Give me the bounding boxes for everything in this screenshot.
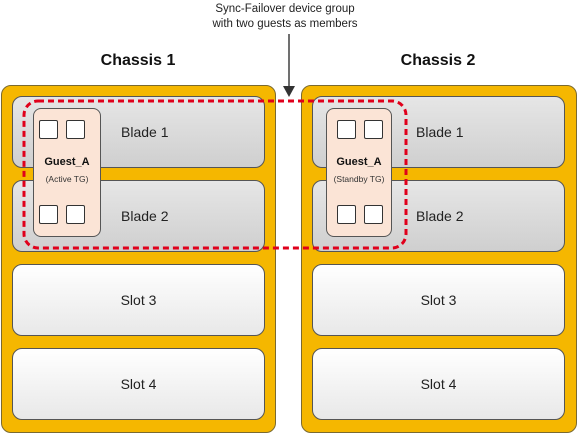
guest-name: Guest_A — [44, 156, 90, 168]
vcpu-icon — [364, 205, 383, 224]
sync-failover-group-outline — [22, 99, 408, 250]
guest-role: (Active TG) — [45, 174, 89, 184]
vcpu-icon — [364, 120, 383, 139]
chassis-2-slot-4: Slot 4 — [312, 348, 565, 420]
annotation-line-1: Sync-Failover device group — [215, 3, 355, 15]
chassis-1-slot-4: Slot 4 — [12, 348, 265, 420]
vcpu-icon — [39, 120, 58, 139]
guest-role: (Standby TG) — [333, 174, 385, 184]
vcpu-icon — [337, 120, 356, 139]
slot-label: Slot 4 — [120, 376, 157, 392]
arrowhead-icon — [283, 86, 295, 97]
chassis-2-slot-3: Slot 3 — [312, 264, 565, 336]
slot-label: Blade 2 — [416, 208, 464, 224]
vcpu-icon — [66, 205, 85, 224]
slot-label: Slot 3 — [120, 292, 157, 308]
device-group-annotation: Sync-Failover device group with two gues… — [160, 2, 410, 32]
vcpu-icon — [39, 205, 58, 224]
guest-name: Guest_A — [336, 156, 382, 168]
chassis-1-title: Chassis 1 — [100, 52, 176, 69]
vcpu-icon — [337, 205, 356, 224]
annotation-line-2: with two guests as members — [212, 18, 358, 30]
slot-label: Blade 1 — [416, 124, 464, 140]
vcpu-icon — [66, 120, 85, 139]
slot-label: Slot 3 — [420, 292, 457, 308]
chassis-2-title: Chassis 2 — [400, 52, 476, 69]
slot-label: Blade 2 — [121, 208, 169, 224]
slot-label: Blade 1 — [121, 124, 169, 140]
slot-label: Slot 4 — [420, 376, 457, 392]
chassis-1-slot-3: Slot 3 — [12, 264, 265, 336]
